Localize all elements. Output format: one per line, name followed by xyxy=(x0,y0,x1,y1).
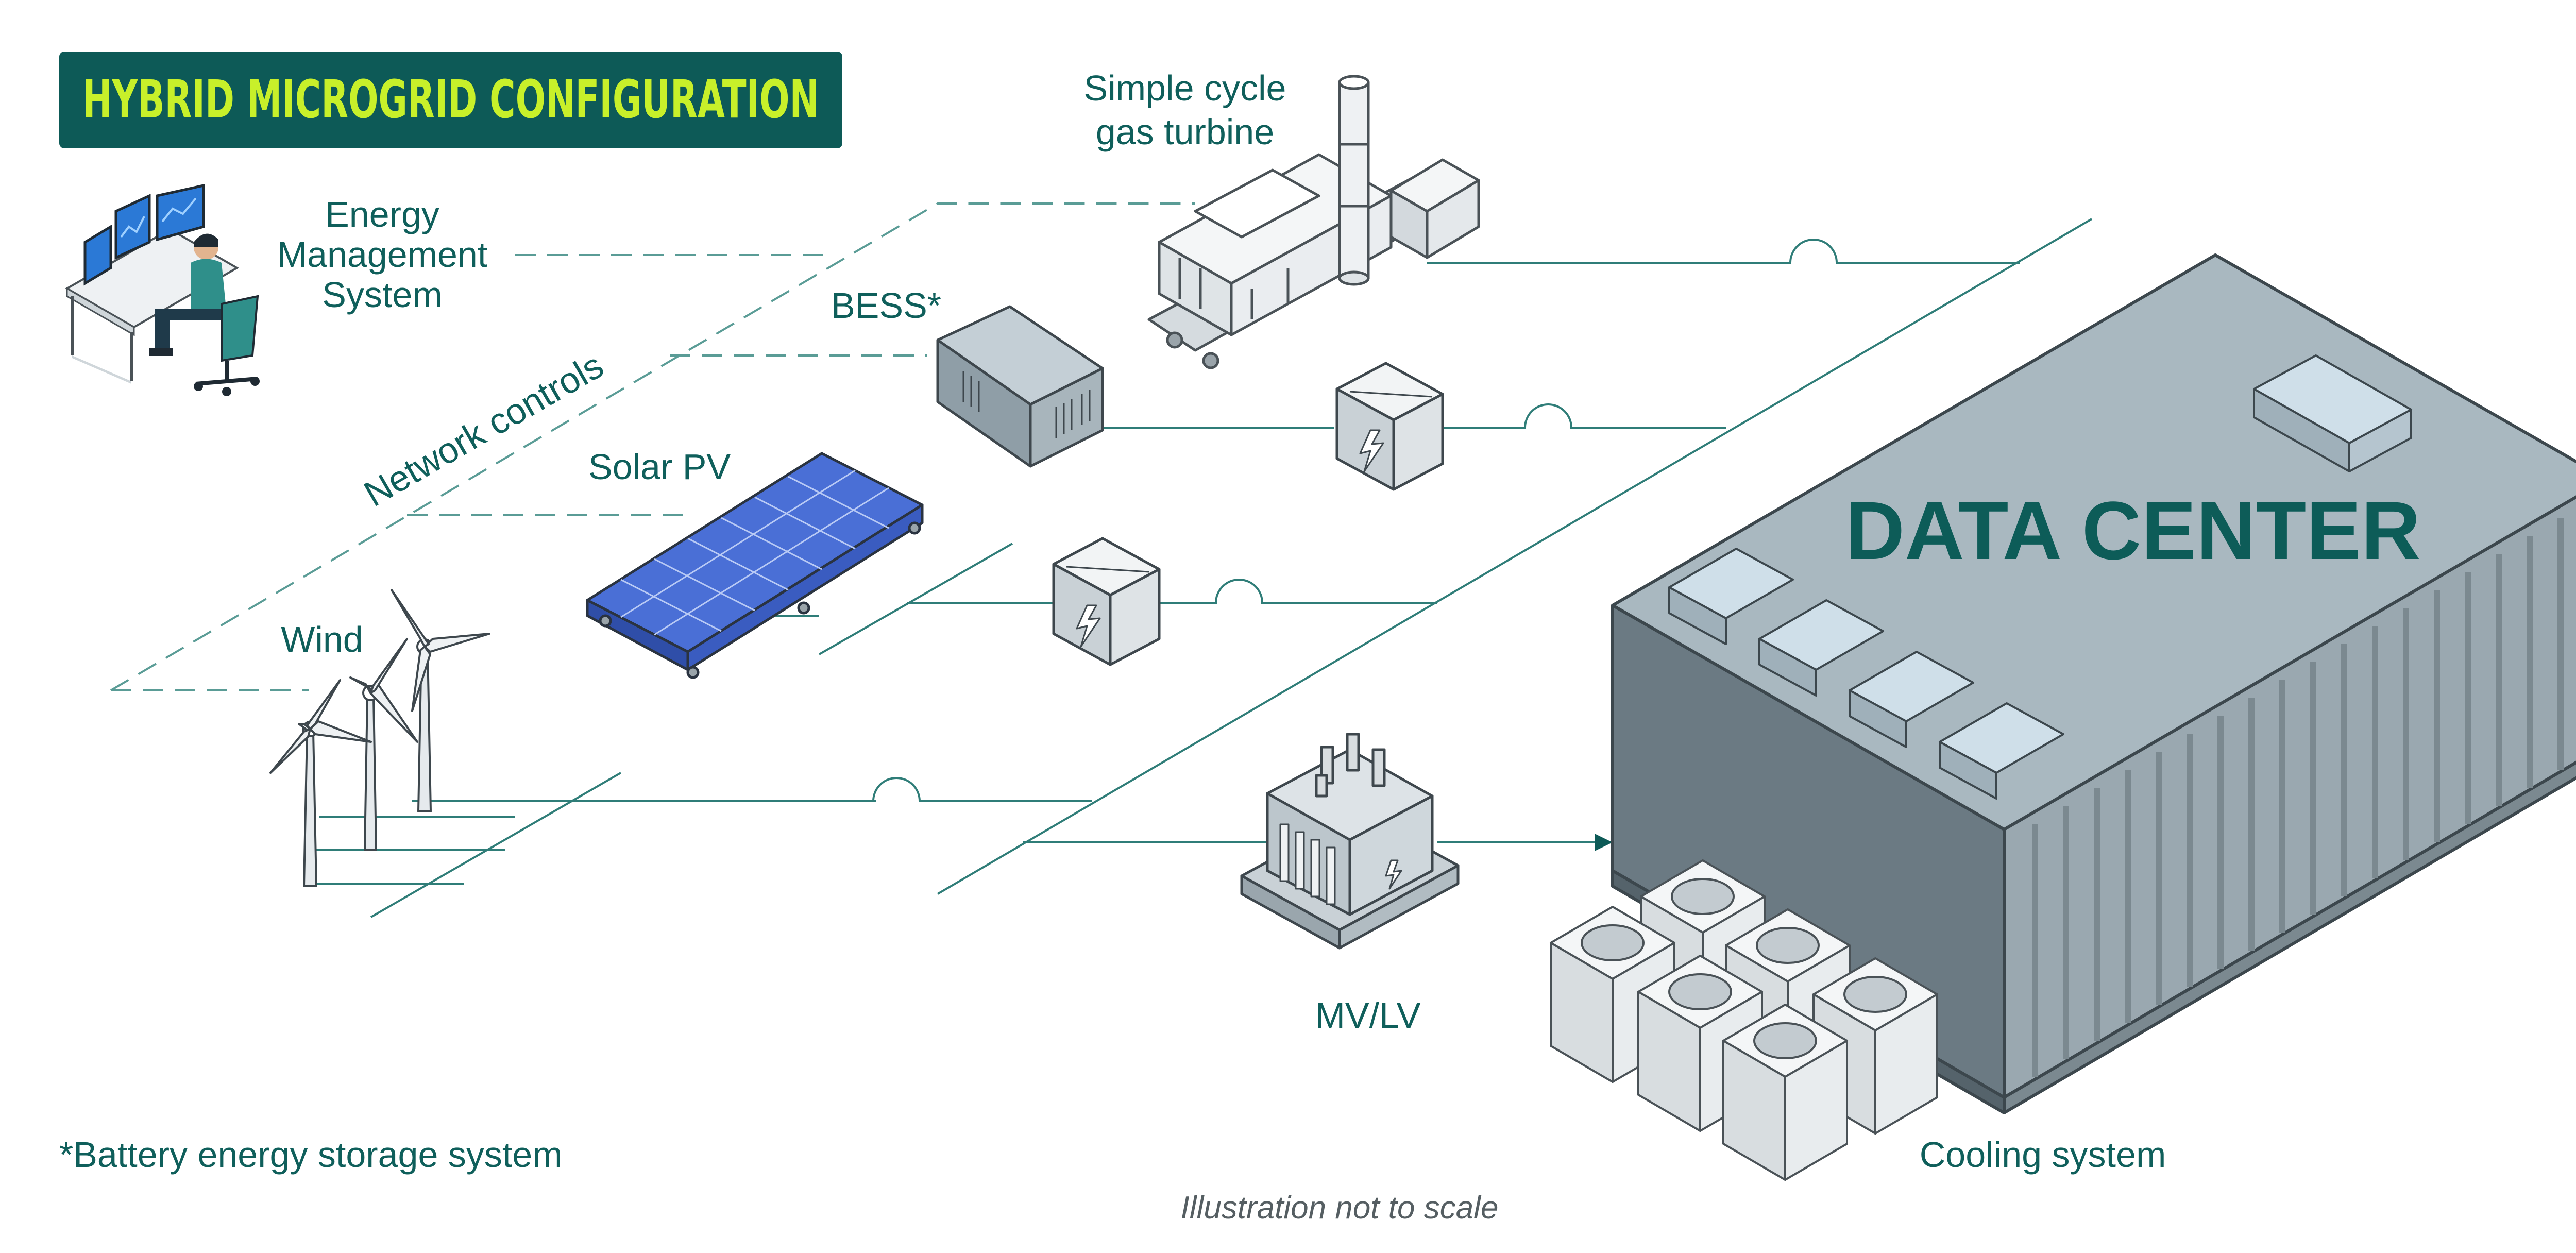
wind-turbine-icon xyxy=(391,589,490,812)
network-controls-label: Network controls xyxy=(358,345,610,514)
wind-label: Wind xyxy=(281,619,363,659)
network-control-lines xyxy=(110,202,1195,691)
wind-turbine-icon xyxy=(269,679,372,887)
arrow-head-icon xyxy=(1595,834,1613,851)
ems-label-2: Management xyxy=(277,234,488,275)
ems-label-3: System xyxy=(322,275,442,315)
component-labels: Simple cycle gas turbine Energy Manageme… xyxy=(59,68,2166,1226)
gas-turbine-label: Simple cycle xyxy=(1084,68,1286,108)
ems-label: Energy xyxy=(325,194,439,234)
data-center-label: DATA CENTER xyxy=(1845,484,2421,577)
roof-units xyxy=(1668,354,2412,800)
wind-turbines-icon xyxy=(269,589,490,887)
power-lines xyxy=(309,218,2093,918)
solar-pv-array-icon xyxy=(586,452,924,679)
facade-ribs xyxy=(2032,518,2564,1077)
gas-turbine-icon xyxy=(1147,75,1480,369)
bess-label: BESS* xyxy=(831,285,941,326)
bess-inverter-icon xyxy=(1335,362,1444,491)
cooling-label: Cooling system xyxy=(1920,1135,2166,1175)
solar-label: Solar PV xyxy=(588,447,731,487)
footnote: *Battery energy storage system xyxy=(59,1135,563,1175)
gas-turbine-label-2: gas turbine xyxy=(1096,112,1274,152)
transformer-label: MV/LV xyxy=(1315,995,1421,1036)
disclaimer: Illustration not to scale xyxy=(1181,1190,1499,1226)
page-title: HYBRID MICROGRID CONFIGURATION xyxy=(82,69,819,130)
ems-workstation-icon xyxy=(64,183,260,396)
transformer-icon xyxy=(1240,733,1460,950)
solar-inverter-icon xyxy=(1052,537,1161,666)
wind-turbine-icon xyxy=(349,638,418,851)
bess-icon xyxy=(936,305,1104,468)
cooling-system-icon xyxy=(1550,859,1938,1181)
title-banner: HYBRID MICROGRID CONFIGURATION xyxy=(59,52,842,148)
cooling-unit xyxy=(1722,1004,1848,1181)
